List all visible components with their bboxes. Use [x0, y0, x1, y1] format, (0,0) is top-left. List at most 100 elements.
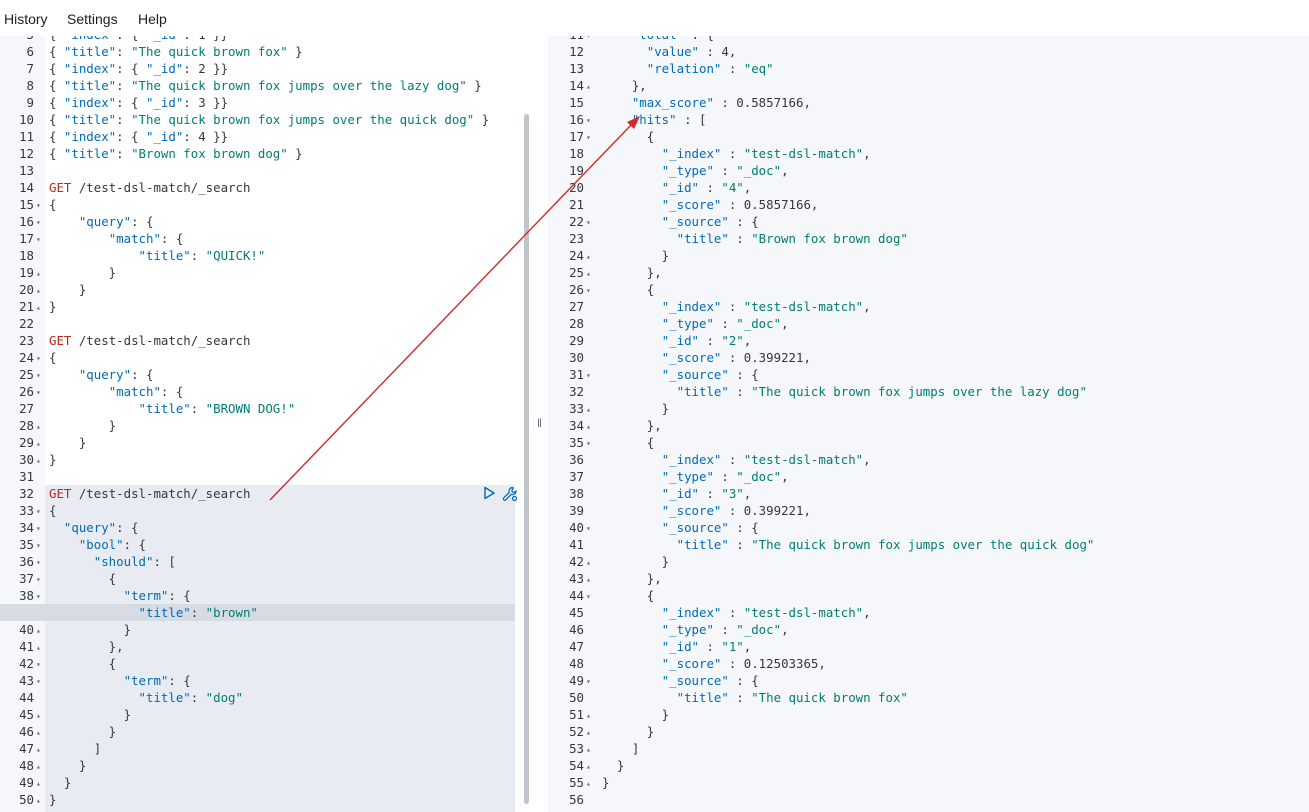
fold-end-icon[interactable]: ▴	[36, 728, 41, 737]
fold-toggle-icon[interactable]: ▾	[36, 524, 41, 533]
line-number: 7	[26, 61, 34, 76]
line-number: 40	[19, 622, 34, 637]
fold-end-icon[interactable]: ▴	[36, 643, 41, 652]
code-line: "_source" : {	[602, 519, 759, 536]
fold-end-icon[interactable]: ▴	[36, 745, 41, 754]
menu-settings[interactable]: Settings	[67, 11, 118, 27]
fold-end-icon[interactable]: ▴	[586, 762, 591, 771]
fold-toggle-icon[interactable]: ▾	[36, 592, 41, 601]
pane-resize-handle[interactable]: ‖	[530, 36, 548, 812]
code-token: :	[721, 350, 744, 365]
fold-toggle-icon[interactable]: ▾	[586, 218, 591, 227]
fold-toggle-icon[interactable]: ▾	[586, 116, 591, 125]
line-number: 9	[26, 95, 34, 110]
code-token: "_score"	[661, 656, 722, 671]
play-icon[interactable]	[482, 486, 498, 502]
code-token: "index"	[63, 61, 117, 76]
fold-end-icon[interactable]: ▴	[36, 456, 41, 465]
fold-toggle-icon[interactable]: ▾	[36, 575, 41, 584]
fold-end-icon[interactable]: ▴	[36, 286, 41, 295]
code-token: "index"	[64, 36, 116, 42]
code-line: ]	[49, 740, 101, 757]
fold-end-icon[interactable]: ▴	[586, 422, 591, 431]
fold-toggle-icon[interactable]: ▾	[36, 660, 41, 669]
fold-end-icon[interactable]: ▴	[36, 439, 41, 448]
fold-end-icon[interactable]: ▴	[586, 82, 591, 91]
line-number: 34	[19, 520, 34, 535]
fold-end-icon[interactable]: ▴	[586, 745, 591, 754]
code-token: {	[49, 61, 64, 76]
line-number: 53	[569, 741, 584, 756]
line-number: 21	[19, 299, 34, 314]
code-token: "_index"	[661, 299, 722, 314]
code-token: }	[49, 452, 57, 467]
fold-toggle-icon[interactable]: ▾	[586, 36, 591, 44]
fold-end-icon[interactable]: ▴	[36, 303, 41, 312]
menu-help[interactable]: Help	[138, 11, 167, 27]
code-token: ,	[781, 316, 789, 331]
request-editor[interactable]: 56789101112131415▾16▾17▾1819▴20▴21▴22232…	[0, 36, 530, 812]
fold-end-icon[interactable]: ▴	[36, 269, 41, 278]
code-line: "total" : {	[602, 36, 714, 43]
code-token: {	[49, 78, 64, 93]
fold-toggle-icon[interactable]: ▾	[36, 558, 41, 567]
fold-toggle-icon[interactable]: ▾	[586, 677, 591, 686]
fold-toggle-icon[interactable]: ▾	[586, 592, 591, 601]
fold-toggle-icon[interactable]: ▾	[36, 507, 41, 516]
fold-end-icon[interactable]: ▴	[586, 252, 591, 261]
response-viewer[interactable]: 11▾121314▴1516▾17▾1819202122▾2324▴25▴26▾…	[548, 36, 1309, 812]
selected-request-block	[45, 485, 515, 812]
fold-toggle-icon[interactable]: ▾	[36, 388, 41, 397]
menu-history[interactable]: History	[4, 11, 48, 27]
fold-toggle-icon[interactable]: ▾	[36, 235, 41, 244]
fold-end-icon[interactable]: ▴	[586, 405, 591, 414]
code-token	[49, 214, 79, 229]
code-token	[602, 690, 677, 705]
fold-toggle-icon[interactable]: ▾	[586, 524, 591, 533]
code-line: "_source" : {	[602, 213, 759, 230]
fold-end-icon[interactable]: ▴	[586, 558, 591, 567]
code-token: 4	[721, 44, 729, 59]
fold-end-icon[interactable]: ▴	[586, 728, 591, 737]
fold-end-icon[interactable]: ▴	[36, 779, 41, 788]
fold-end-icon[interactable]: ▴	[586, 575, 591, 584]
code-token: ,	[803, 503, 811, 518]
fold-toggle-icon[interactable]: ▾	[36, 371, 41, 380]
wrench-icon[interactable]	[502, 486, 518, 502]
fold-end-icon[interactable]: ▴	[586, 779, 591, 788]
code-token: ,	[803, 350, 811, 365]
fold-end-icon[interactable]: ▴	[36, 422, 41, 431]
code-token: :	[190, 248, 206, 263]
request-gutter: 56789101112131415▾16▾17▾1819▴20▴21▴22232…	[0, 36, 45, 812]
code-token: "_source"	[661, 214, 729, 229]
fold-end-icon[interactable]: ▴	[36, 626, 41, 635]
code-token	[602, 299, 662, 314]
code-token	[602, 95, 632, 110]
fold-toggle-icon[interactable]: ▾	[586, 286, 591, 295]
fold-toggle-icon[interactable]: ▾	[36, 541, 41, 550]
fold-toggle-icon[interactable]: ▾	[36, 677, 41, 686]
code-token	[602, 316, 662, 331]
code-token: : {	[116, 95, 146, 110]
fold-toggle-icon[interactable]: ▾	[586, 371, 591, 380]
code-token: {	[49, 503, 57, 518]
fold-end-icon[interactable]: ▴	[36, 762, 41, 771]
fold-toggle-icon[interactable]: ▾	[586, 439, 591, 448]
code-token	[602, 197, 662, 212]
line-number: 23	[19, 333, 34, 348]
fold-toggle-icon[interactable]: ▾	[586, 133, 591, 142]
fold-end-icon[interactable]: ▴	[36, 711, 41, 720]
fold-end-icon[interactable]: ▴	[36, 796, 41, 805]
fold-toggle-icon[interactable]: ▾	[36, 201, 41, 210]
code-token: }}	[206, 36, 228, 42]
line-number: 31	[19, 469, 34, 484]
fold-end-icon[interactable]: ▴	[586, 711, 591, 720]
code-token: :	[698, 44, 722, 59]
fold-toggle-icon[interactable]: ▾	[36, 218, 41, 227]
fold-end-icon[interactable]: ▴	[586, 269, 591, 278]
request-scrollbar[interactable]	[524, 114, 529, 804]
code-line: }	[602, 247, 669, 264]
fold-toggle-icon[interactable]: ▾	[36, 354, 41, 363]
code-token: }	[466, 78, 482, 93]
line-number: 15	[569, 95, 584, 110]
